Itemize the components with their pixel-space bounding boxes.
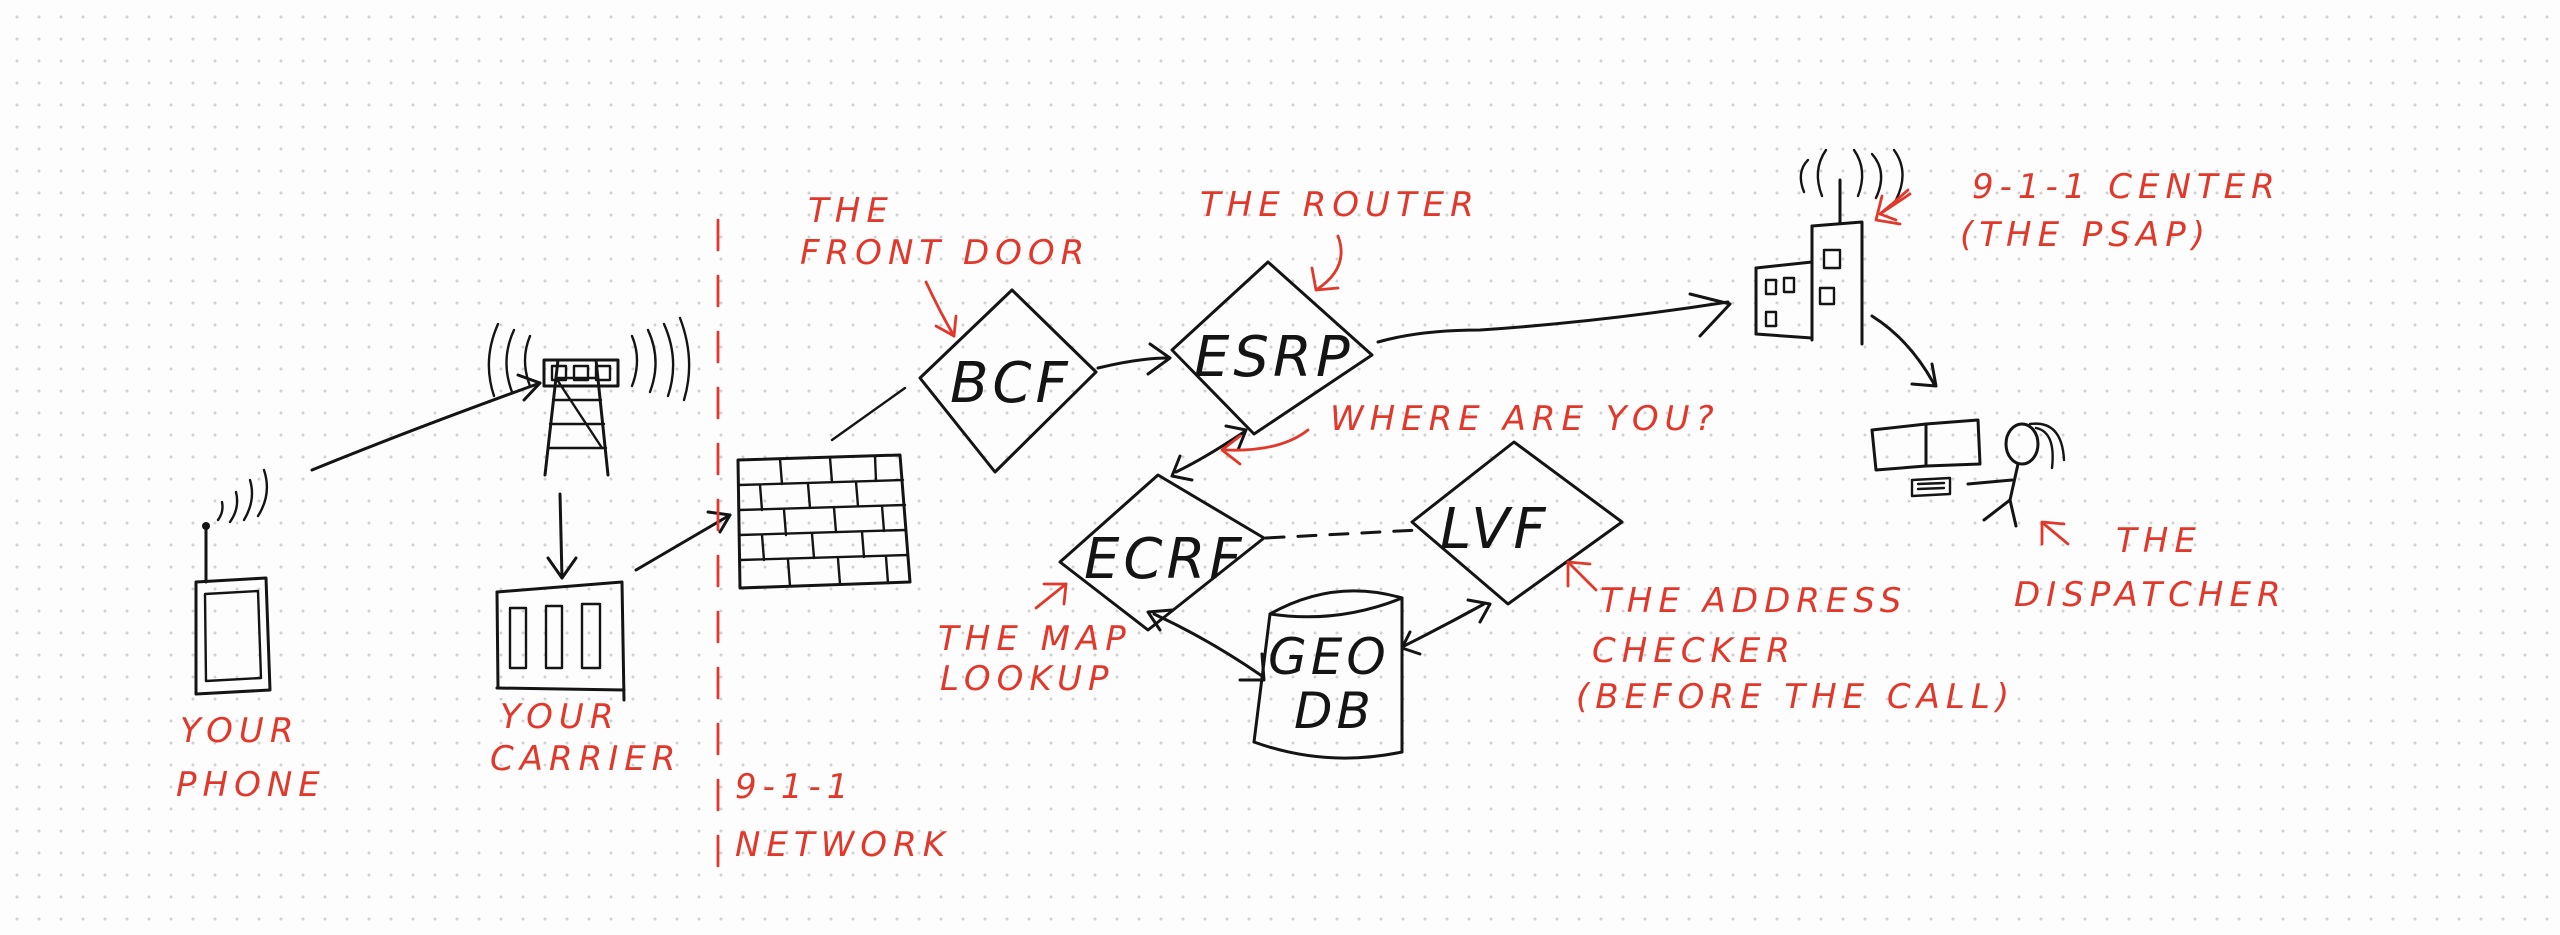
link-ecrf-lvf [1264, 528, 1420, 540]
address-checker-label-line-3: (BEFORE THE CALL) [1576, 677, 2015, 717]
phone-label: YOUR PHONE [176, 711, 326, 805]
carrier-label-line-2: CARRIER [490, 739, 681, 779]
bcf-label: BCF [950, 351, 1072, 416]
where-are-you-label: WHERE ARE YOU? [1330, 399, 1720, 439]
arrow-carrier-to-firewall [634, 510, 732, 572]
map-lookup-pointer [1034, 582, 1068, 610]
front-door-label-line-1: THE [808, 191, 894, 231]
esrp-node: ESRP [1170, 260, 1374, 436]
address-checker-label-line-1: THE ADDRESS [1600, 581, 1907, 621]
network-label-line-2: NETWORK [735, 825, 951, 865]
arrow-esrp-ecrf [1170, 424, 1248, 482]
router-label-line-1: THE ROUTER [1200, 185, 1480, 225]
arrow-ecrf-geodb [1146, 608, 1266, 682]
phone-label-line-1: YOUR [180, 711, 299, 751]
arrow-tower-to-carrier [546, 492, 578, 580]
dispatcher-label: THE DISPATCHER [2014, 521, 2287, 615]
esrp-label: ESRP [1194, 325, 1354, 390]
arrow-esrp-to-psap [1376, 292, 1732, 344]
psap-label-line-2: (THE PSAP) [1960, 215, 2211, 255]
network-label: 9-1-1 NETWORK [735, 767, 951, 865]
geo-db-label-line-2: DB [1294, 682, 1375, 740]
carrier-label: YOUR CARRIER [490, 697, 681, 779]
front-door-label-line-2: FRONT DOOR [800, 233, 1090, 273]
router-label: THE ROUTER [1200, 185, 1480, 225]
link-firewall-to-bcf [830, 386, 907, 442]
psap-label-line-1: 9-1-1 CENTER [1972, 167, 2281, 207]
network-label-line-1: 9-1-1 [735, 767, 854, 807]
psap-building-icon [1754, 148, 1904, 346]
map-lookup-label: THE MAP LOOKUP [938, 619, 1132, 699]
ecrf-label: ECRF [1084, 527, 1246, 592]
carrier-label-line-1: YOUR [500, 697, 619, 737]
lvf-node: LVF [1410, 440, 1624, 606]
front-door-pointer [924, 280, 958, 338]
firewall-icon [736, 453, 912, 590]
dispatcher-icon [1870, 418, 2066, 528]
carrier-building-icon [495, 580, 626, 702]
dispatcher-label-line-1: THE [2116, 521, 2202, 561]
phone-label-line-2: PHONE [176, 765, 326, 805]
dispatcher-label-line-2: DISPATCHER [2014, 575, 2287, 615]
map-lookup-label-line-2: LOOKUP [940, 659, 1115, 699]
phone-icon [194, 468, 272, 696]
address-checker-pointer [1566, 560, 1598, 592]
arrow-bcf-to-esrp [1096, 342, 1172, 376]
front-door-label: THE FRONT DOOR [800, 191, 1090, 273]
ecrf-node: ECRF [1058, 473, 1266, 632]
lvf-label: LVF [1440, 497, 1550, 562]
address-checker-label: THE ADDRESS CHECKER (BEFORE THE CALL) [1576, 581, 2015, 717]
geo-db-label-line-1: GEO [1268, 628, 1390, 686]
arrow-lvf-geodb [1400, 598, 1492, 656]
psap-pointer [1874, 188, 1912, 226]
address-checker-label-line-2: CHECKER [1592, 631, 1796, 671]
arrow-psap-to-dispatcher [1870, 314, 1938, 388]
dispatcher-pointer [2040, 520, 2070, 546]
arrow-phone-to-tower [310, 373, 542, 472]
router-pointer [1310, 234, 1343, 292]
cell-tower-icon [487, 316, 691, 477]
bcf-node: BCF [918, 288, 1098, 474]
database-icon: GEO DB [1252, 589, 1404, 760]
where-are-you-pointer [1220, 428, 1310, 466]
psap-label: 9-1-1 CENTER (THE PSAP) [1960, 167, 2281, 255]
map-lookup-label-line-1: THE MAP [938, 619, 1132, 659]
